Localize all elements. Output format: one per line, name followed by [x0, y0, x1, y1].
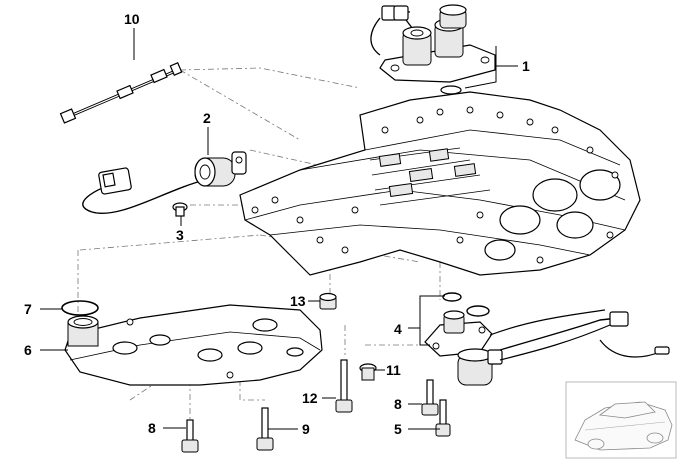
callout-12: 12 [302, 390, 318, 406]
part-2-solenoid [82, 151, 247, 214]
callout-13: 13 [290, 293, 306, 309]
callout-labels: 10 1 2 3 13 7 6 4 11 12 8 5 8 9 [24, 11, 530, 437]
car-thumbnail-icon [565, 381, 677, 459]
callout-6: 6 [24, 342, 32, 358]
callout-4: 4 [394, 321, 402, 337]
part-5-screw [435, 399, 451, 437]
callout-1: 1 [522, 58, 530, 74]
part-1-solenoid-block [370, 4, 496, 95]
part-11-screw [359, 363, 377, 381]
callout-9: 9 [302, 421, 310, 437]
part-8-bolt-left [181, 419, 199, 453]
valve-body-holes [251, 106, 619, 264]
part-3-screw [172, 202, 188, 217]
callout-2: 2 [203, 110, 211, 126]
part-4-sensor [424, 292, 670, 386]
part-10-rod [59, 62, 183, 124]
part-8-bolt-right [421, 379, 439, 416]
callout-8-left: 8 [148, 420, 156, 436]
callout-8-right: 8 [394, 396, 402, 412]
part-9-bolt [256, 407, 274, 451]
callout-11: 11 [386, 362, 401, 378]
part-12-bolt [335, 359, 353, 413]
callout-7: 7 [24, 301, 32, 317]
valve-body [239, 91, 641, 276]
part-6-filter [64, 304, 323, 386]
callout-3: 3 [176, 227, 184, 243]
callout-5: 5 [394, 421, 402, 437]
part-7-o-ring [61, 300, 99, 316]
part-13-plug [319, 292, 337, 310]
callout-10: 10 [124, 11, 140, 27]
leader-lines [40, 28, 518, 430]
